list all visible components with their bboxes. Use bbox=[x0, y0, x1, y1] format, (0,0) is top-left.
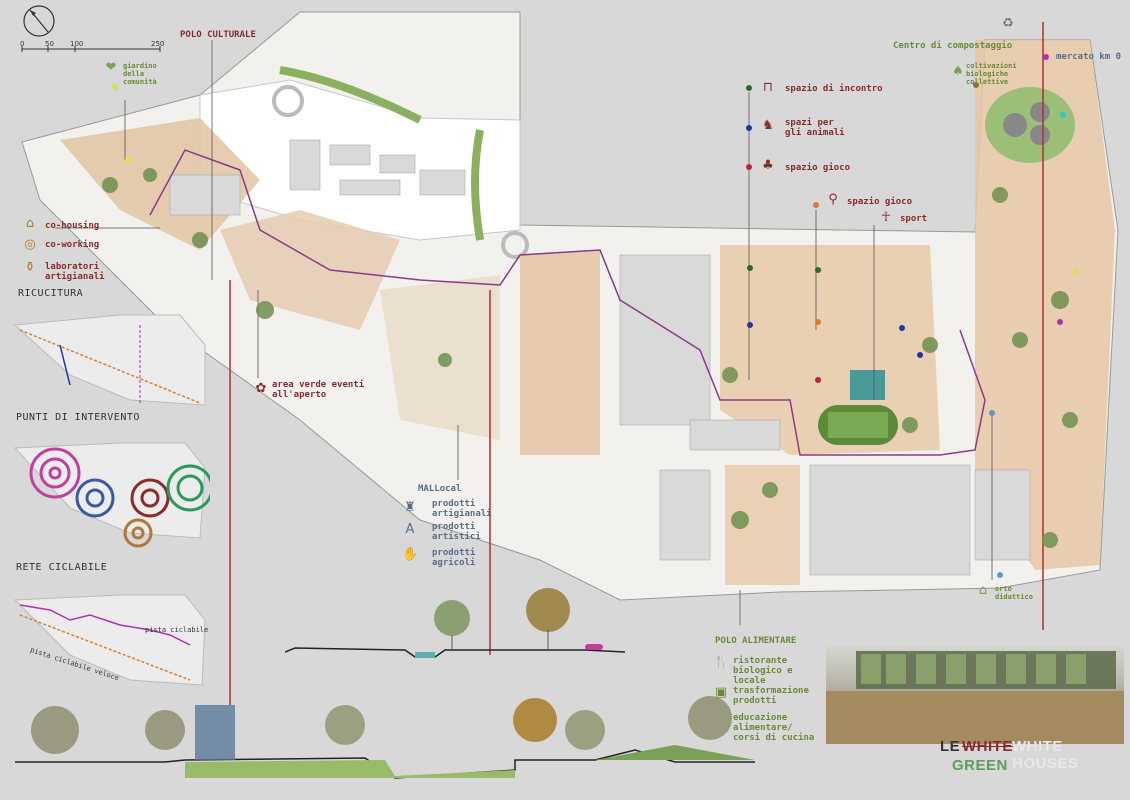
prodotti-artistici-label: prodotti artistici bbox=[432, 522, 481, 542]
punti-title: PUNTI DI INTERVENTO bbox=[16, 412, 140, 423]
compost-icon: ♻ bbox=[1002, 16, 1014, 31]
heart-icon: ❤ bbox=[105, 60, 117, 75]
brand-white-houses: WHITE HOUSES bbox=[1012, 738, 1079, 772]
cutlery-icon: 🍴 bbox=[713, 655, 730, 670]
school-icon: ⌂ bbox=[978, 583, 988, 598]
runner-icon: ☥ bbox=[881, 210, 891, 225]
giardino-label: giardino della comunità bbox=[123, 62, 157, 86]
brand-le: LE bbox=[940, 738, 961, 755]
spazio-gioco-label: spazio gioco bbox=[785, 163, 851, 173]
spazio-gioco-label-2: spazio gioco bbox=[847, 197, 913, 207]
prodotti-agricoli-label: prodotti agricoli bbox=[432, 548, 476, 568]
prodotti-artigianali-label: prodotti artigianali bbox=[432, 499, 492, 519]
basket-icon: ♜ bbox=[404, 500, 416, 515]
pista-ciclabile-label: pista ciclabile bbox=[145, 626, 209, 634]
bench-icon: ⊓ bbox=[762, 80, 774, 95]
jar-icon: ⚱ bbox=[24, 260, 36, 275]
scale-bar: 0 50 100 250 bbox=[20, 40, 165, 60]
polo-alimentare-label: POLO ALIMENTARE bbox=[715, 636, 797, 646]
laboratori-label: laboratori artigianali bbox=[45, 262, 105, 282]
rete-title: RETE CICLABILE bbox=[16, 562, 108, 573]
ristorante-label: ristorante biologico e locale bbox=[733, 656, 793, 686]
ricucitura-diagram bbox=[13, 314, 206, 406]
playground-icon: ♣ bbox=[762, 158, 774, 173]
scale-tick: 0 bbox=[20, 40, 25, 48]
mallocal-label: MALLocal bbox=[418, 484, 462, 494]
brand-green: GREEN bbox=[952, 757, 1008, 774]
scale-tick: 50 bbox=[45, 40, 54, 48]
scale-tick: 250 bbox=[151, 40, 165, 48]
co-housing-label: co-housing bbox=[45, 221, 100, 231]
house-icon: ⌂ bbox=[25, 216, 35, 231]
brand-white-struck: WHITE bbox=[962, 738, 1013, 755]
punti-diagram bbox=[13, 442, 210, 548]
ricucitura-title: RICUCITURA bbox=[18, 288, 84, 299]
orto-label: orto didattico bbox=[995, 585, 1033, 601]
educazione-label: educazione alimentare/ corsi di cucina bbox=[733, 713, 815, 743]
sport-label: sport bbox=[900, 214, 928, 224]
scale-tick: 100 bbox=[70, 40, 84, 48]
area-verde-label: area verde eventi all'aperto bbox=[272, 380, 365, 400]
sprout-icon: ♠ bbox=[952, 64, 964, 79]
trasformazione-label: trasformazione prodotti bbox=[733, 686, 809, 706]
flower-icon: ✿ bbox=[255, 381, 267, 396]
coltivazioni-label: coltivazioni biologiche collettive bbox=[966, 62, 1017, 86]
dog-icon: ♞ bbox=[762, 118, 774, 133]
co-working-label: co-working bbox=[45, 240, 100, 250]
spazio-incontro-label: spazio di incontro bbox=[785, 84, 883, 94]
section-elevation-top bbox=[285, 588, 625, 658]
section-elevation-bottom bbox=[15, 696, 755, 779]
centro-compostaggio-label: Centro di compostaggio bbox=[893, 41, 1013, 51]
mercato-label: mercato km 0 bbox=[1056, 52, 1122, 62]
bike-path bbox=[149, 149, 986, 456]
polo-culturale-label: POLO CULTURALE bbox=[180, 30, 256, 40]
rete-diagram bbox=[13, 594, 206, 686]
coworking-icon: ◎ bbox=[24, 237, 36, 252]
rendering-photo bbox=[826, 646, 1124, 744]
compass-icon bbox=[22, 4, 56, 38]
processing-icon: ▣ bbox=[714, 685, 728, 700]
artist-icon: A bbox=[405, 522, 415, 537]
spazi-animali-label: spazi per gli animali bbox=[785, 118, 845, 138]
skate-icon: ⚲ bbox=[828, 192, 838, 207]
hand-icon: ✋ bbox=[402, 547, 419, 562]
